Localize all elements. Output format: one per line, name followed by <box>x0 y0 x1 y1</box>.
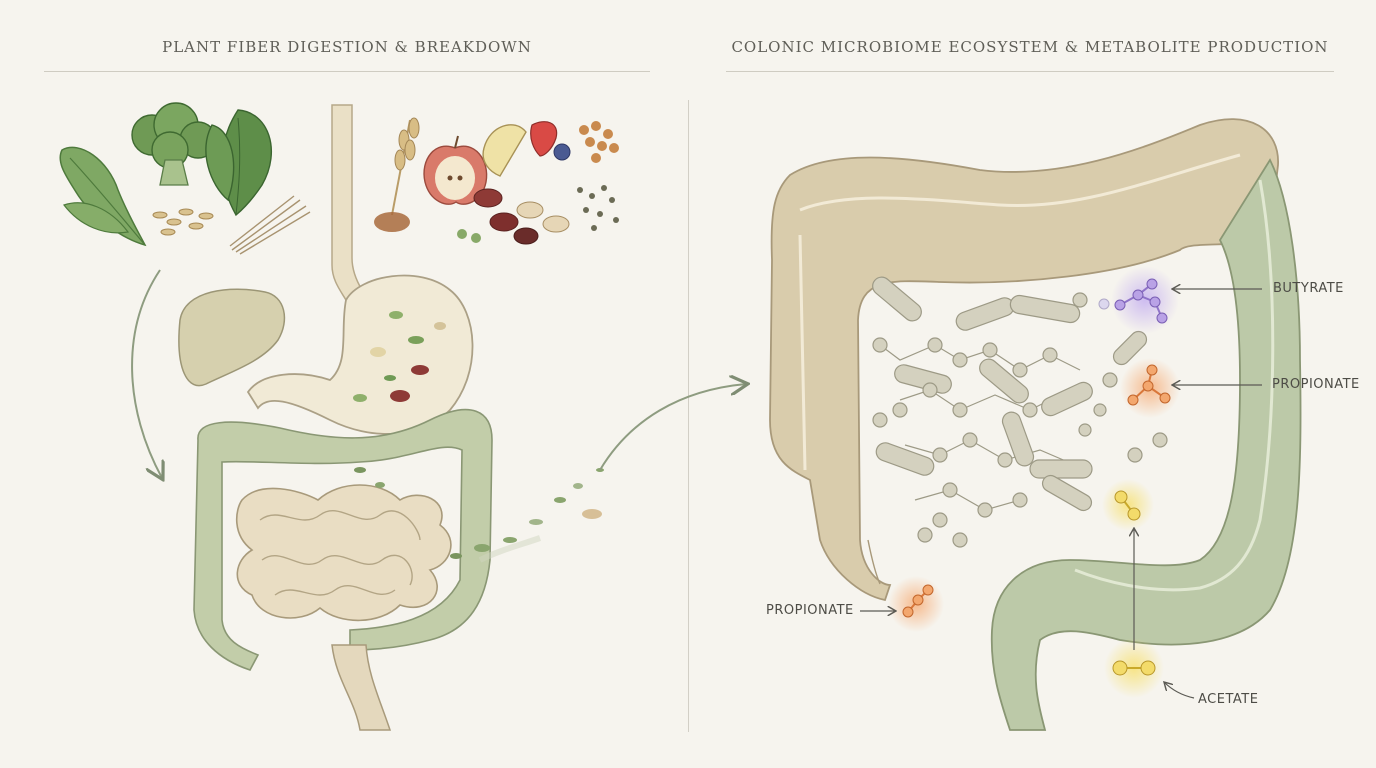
food-group-right <box>374 118 619 244</box>
arrow-food-to-intestine <box>132 270 162 478</box>
small-intestine <box>237 485 451 620</box>
acetate-molecule-upper <box>1102 479 1154 531</box>
rectum-left <box>332 645 390 730</box>
blueberry-icon <box>554 144 570 160</box>
rice-icon <box>374 212 410 232</box>
apple-slice-icon <box>483 125 526 176</box>
stomach <box>248 276 473 434</box>
strawberry-icon <box>531 122 557 156</box>
propionate-right-label: PROPIONATE <box>1272 377 1360 392</box>
colon-beige <box>770 119 1278 600</box>
propionate-molecule-left <box>888 576 944 632</box>
arrow-to-colon <box>600 384 746 470</box>
food-group-left <box>60 103 310 254</box>
propionate-left-label: PROPIONATE <box>766 603 854 618</box>
esophagus <box>332 105 362 300</box>
seeds-icon <box>577 185 619 231</box>
acetate-leader <box>1164 682 1194 698</box>
propionate-molecule-right <box>1120 358 1180 418</box>
kale-leaf-icon <box>60 147 145 245</box>
oat-grains-icon <box>153 209 213 235</box>
butyrate-molecule <box>1099 266 1179 334</box>
liver <box>179 289 285 385</box>
lentils-icon <box>579 121 619 163</box>
peas-icon <box>457 229 481 243</box>
broccoli-icon <box>132 103 216 185</box>
spinach-leaf-icon <box>206 110 271 215</box>
acetate-label: ACETATE <box>1198 692 1258 707</box>
butyrate-label: BUTYRATE <box>1273 281 1344 296</box>
wheat-icon <box>392 118 419 215</box>
beans-icon <box>474 189 569 244</box>
